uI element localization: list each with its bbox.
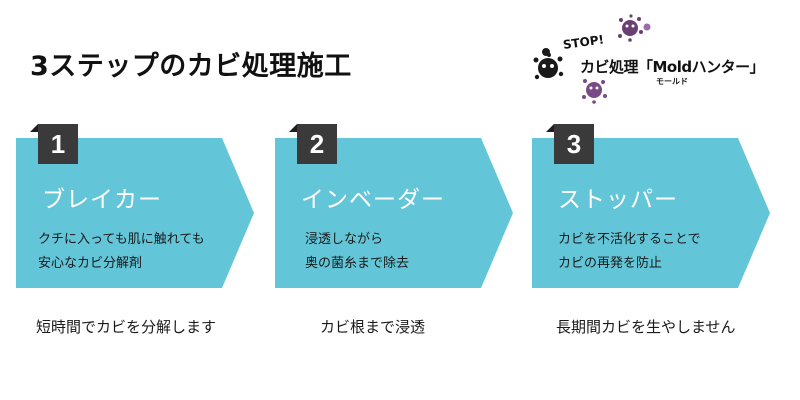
step-description: 浸透しながら 奥の菌糸まで除去 [305, 228, 409, 276]
step-description-line: カビの再発を防止 [558, 256, 663, 271]
step-number-badge: 1 [30, 124, 78, 164]
step-caption: カビ根まで浸透 [320, 318, 426, 336]
step-number-badge: 2 [289, 124, 337, 164]
mold-germ-icon [582, 79, 607, 104]
step-arrow-shape [16, 138, 254, 288]
logo-brand-ruby: モールド [656, 77, 688, 86]
step-3: 3 ストッパー カビを不活化することで カビの再発を防止 [532, 124, 770, 288]
step-description: カビを不活化することで カビの再発を防止 [558, 228, 701, 276]
step-description-line: カビを不活化することで [558, 232, 701, 247]
step-arrow-shape [532, 138, 770, 288]
mold-germ-icon [618, 14, 643, 42]
mold-germ-icon [542, 48, 550, 56]
step-name: インベーダー [301, 187, 445, 213]
step-2: 2 インベーダー 浸透しながら 奥の菌糸まで除去 [275, 124, 513, 288]
mold-germ-icon [643, 23, 651, 31]
step-name: ストッパー [558, 187, 678, 213]
step-caption: 長期間カビを生やしません [556, 318, 736, 336]
step-description-line: 浸透しながら [305, 232, 384, 247]
step-description: クチに入っても肌に触れても 安心なカビ分解剤 [38, 228, 205, 276]
step-1: 1 ブレイカー クチに入っても肌に触れても 安心なカビ分解剤 [16, 124, 254, 288]
mold-germ-icon [533, 53, 564, 80]
page-title: 3ステップのカビ処理施工 [30, 51, 352, 82]
logo-stop-text: STOP! [562, 32, 605, 52]
step-description-line: クチに入っても肌に触れても [38, 232, 205, 247]
step-caption: 短時間でカビを分解します [36, 318, 217, 336]
step-description-line: 奥の菌糸まで除去 [305, 256, 410, 271]
brand-logo: STOP! カビ処理「Moldハンター」 モールド [522, 12, 784, 104]
step-description-line: 安心なカビ分解剤 [38, 256, 143, 271]
logo-brand-name: カビ処理「Moldハンター」 [580, 58, 765, 76]
step-name: ブレイカー [42, 187, 162, 213]
step-number-badge: 3 [546, 124, 594, 164]
step-arrow-shape [275, 138, 513, 288]
